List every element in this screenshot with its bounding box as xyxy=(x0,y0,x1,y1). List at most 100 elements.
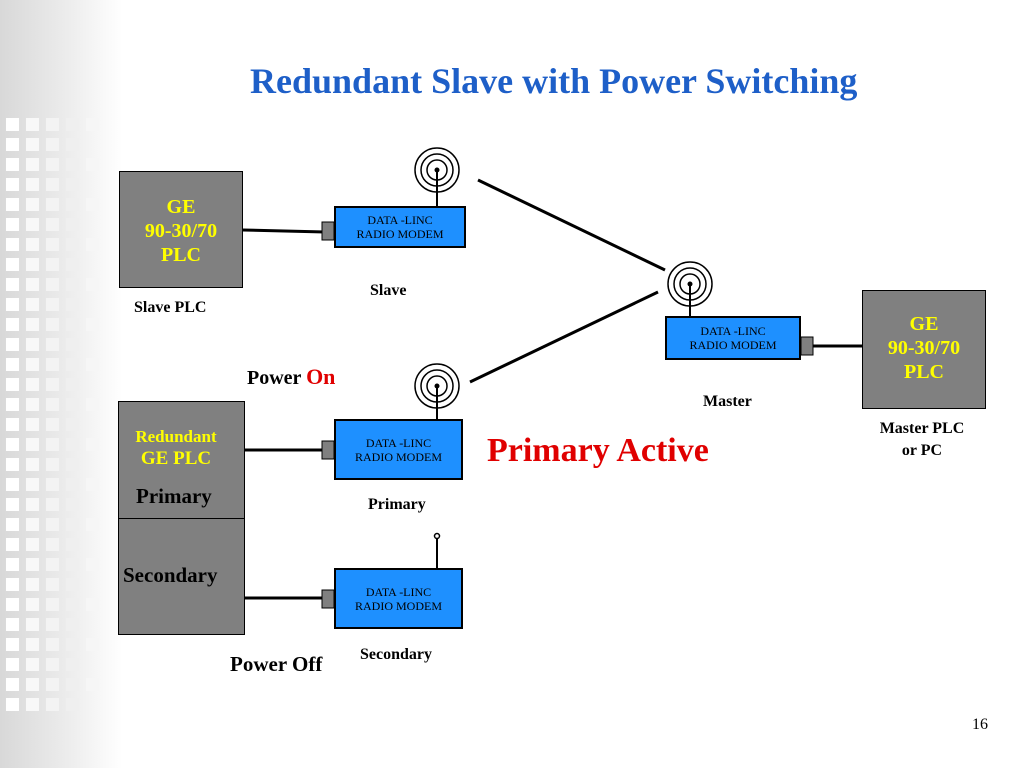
strip-square xyxy=(26,138,39,151)
strip-square xyxy=(66,418,79,431)
strip-square xyxy=(86,518,99,531)
radio-link-primary xyxy=(469,290,659,384)
strip-square xyxy=(46,478,59,491)
strip-square xyxy=(6,438,19,451)
strip-square xyxy=(6,258,19,271)
strip-square xyxy=(6,678,19,691)
strip-square xyxy=(66,258,79,271)
strip-square xyxy=(66,518,79,531)
master-plc-line-1: GE xyxy=(909,313,939,335)
redundant-plc-text: Redundant GE PLC xyxy=(112,426,240,470)
slide-title: Redundant Slave with Power Switching xyxy=(250,61,858,101)
strip-square xyxy=(6,558,19,571)
strip-square xyxy=(46,458,59,471)
power-on-label: Power On xyxy=(247,364,335,390)
strip-square xyxy=(46,218,59,231)
redundant-primary-label: Primary xyxy=(136,484,212,508)
redundant-plc-secondary-box xyxy=(118,518,245,635)
slave-label: Slave xyxy=(370,282,407,299)
strip-square xyxy=(66,638,79,651)
strip-square xyxy=(6,218,19,231)
slave-connector xyxy=(321,221,335,241)
master-plc-text: GE 90-30/70 PLC xyxy=(862,312,986,384)
strip-square xyxy=(6,578,19,591)
strip-square xyxy=(26,498,39,511)
strip-square xyxy=(46,158,59,171)
strip-square xyxy=(26,518,39,531)
strip-square xyxy=(6,158,19,171)
strip-square xyxy=(26,278,39,291)
power-on-state: On xyxy=(306,364,336,389)
master-modem: DATA -LINC RADIO MODEM xyxy=(665,316,801,360)
master-plc-line-2: 90-30/70 xyxy=(887,337,961,359)
strip-square xyxy=(26,218,39,231)
strip-square xyxy=(46,258,59,271)
strip-square xyxy=(66,578,79,591)
strip-square xyxy=(66,478,79,491)
strip-square xyxy=(6,658,19,671)
strip-square xyxy=(66,158,79,171)
strip-square xyxy=(66,698,79,711)
primary-modem-line-1: DATA -LINC xyxy=(365,435,432,450)
strip-square xyxy=(46,318,59,331)
strip-square xyxy=(86,158,99,171)
strip-square xyxy=(46,398,59,411)
strip-square xyxy=(26,318,39,331)
strip-square xyxy=(26,358,39,371)
strip-square xyxy=(26,658,39,671)
master-connector xyxy=(800,336,814,356)
strip-square xyxy=(86,438,99,451)
strip-square xyxy=(66,218,79,231)
strip-square xyxy=(6,478,19,491)
primary-connector xyxy=(321,440,335,460)
master-modem-line-2: RADIO MODEM xyxy=(689,338,777,352)
strip-square xyxy=(6,518,19,531)
strip-square xyxy=(66,618,79,631)
strip-square xyxy=(86,598,99,611)
primary-modem-line-2: RADIO MODEM xyxy=(355,449,442,464)
secondary-antenna-icon xyxy=(433,532,441,570)
strip-square xyxy=(46,178,59,191)
strip-square xyxy=(26,178,39,191)
strip-square xyxy=(86,678,99,691)
strip-square xyxy=(26,678,39,691)
strip-square xyxy=(86,318,99,331)
strip-square xyxy=(6,298,19,311)
strip-square xyxy=(6,318,19,331)
strip-square xyxy=(66,598,79,611)
primary-modem: DATA -LINC RADIO MODEM xyxy=(334,419,463,480)
power-on-prefix: Power xyxy=(247,367,307,389)
master-antenna-icon xyxy=(667,261,713,316)
slave-cable xyxy=(242,228,326,234)
redundant-secondary-label: Secondary xyxy=(123,563,218,587)
strip-square xyxy=(46,338,59,351)
strip-square xyxy=(26,418,39,431)
strip-square xyxy=(26,618,39,631)
strip-square xyxy=(86,278,99,291)
strip-square xyxy=(26,198,39,211)
strip-square xyxy=(86,558,99,571)
strip-square xyxy=(86,398,99,411)
strip-square xyxy=(6,338,19,351)
strip-square xyxy=(46,678,59,691)
slave-modem-line-2: RADIO MODEM xyxy=(356,227,444,241)
strip-square xyxy=(66,178,79,191)
strip-square xyxy=(86,198,99,211)
strip-square xyxy=(46,418,59,431)
strip-square xyxy=(26,378,39,391)
strip-square xyxy=(26,538,39,551)
strip-square xyxy=(26,558,39,571)
strip-square xyxy=(26,698,39,711)
strip-square xyxy=(6,498,19,511)
master-plc-caption-line-1: Master PLC xyxy=(879,420,965,437)
strip-square xyxy=(46,618,59,631)
strip-square xyxy=(46,198,59,211)
secondary-modem: DATA -LINC RADIO MODEM xyxy=(334,568,463,629)
strip-square xyxy=(26,478,39,491)
primary-antenna-icon xyxy=(414,363,460,420)
strip-square xyxy=(66,118,79,131)
strip-square xyxy=(66,338,79,351)
secondary-connector xyxy=(321,589,335,609)
strip-square xyxy=(26,458,39,471)
strip-square xyxy=(46,498,59,511)
